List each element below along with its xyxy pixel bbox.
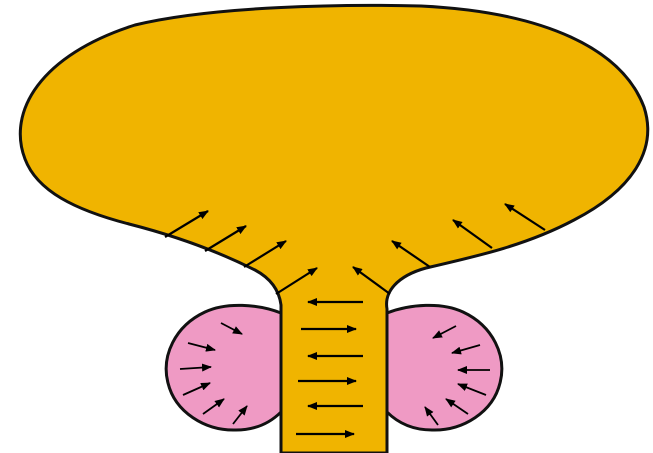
right-prostate-lobe <box>387 305 502 430</box>
bladder-shape <box>20 5 647 453</box>
